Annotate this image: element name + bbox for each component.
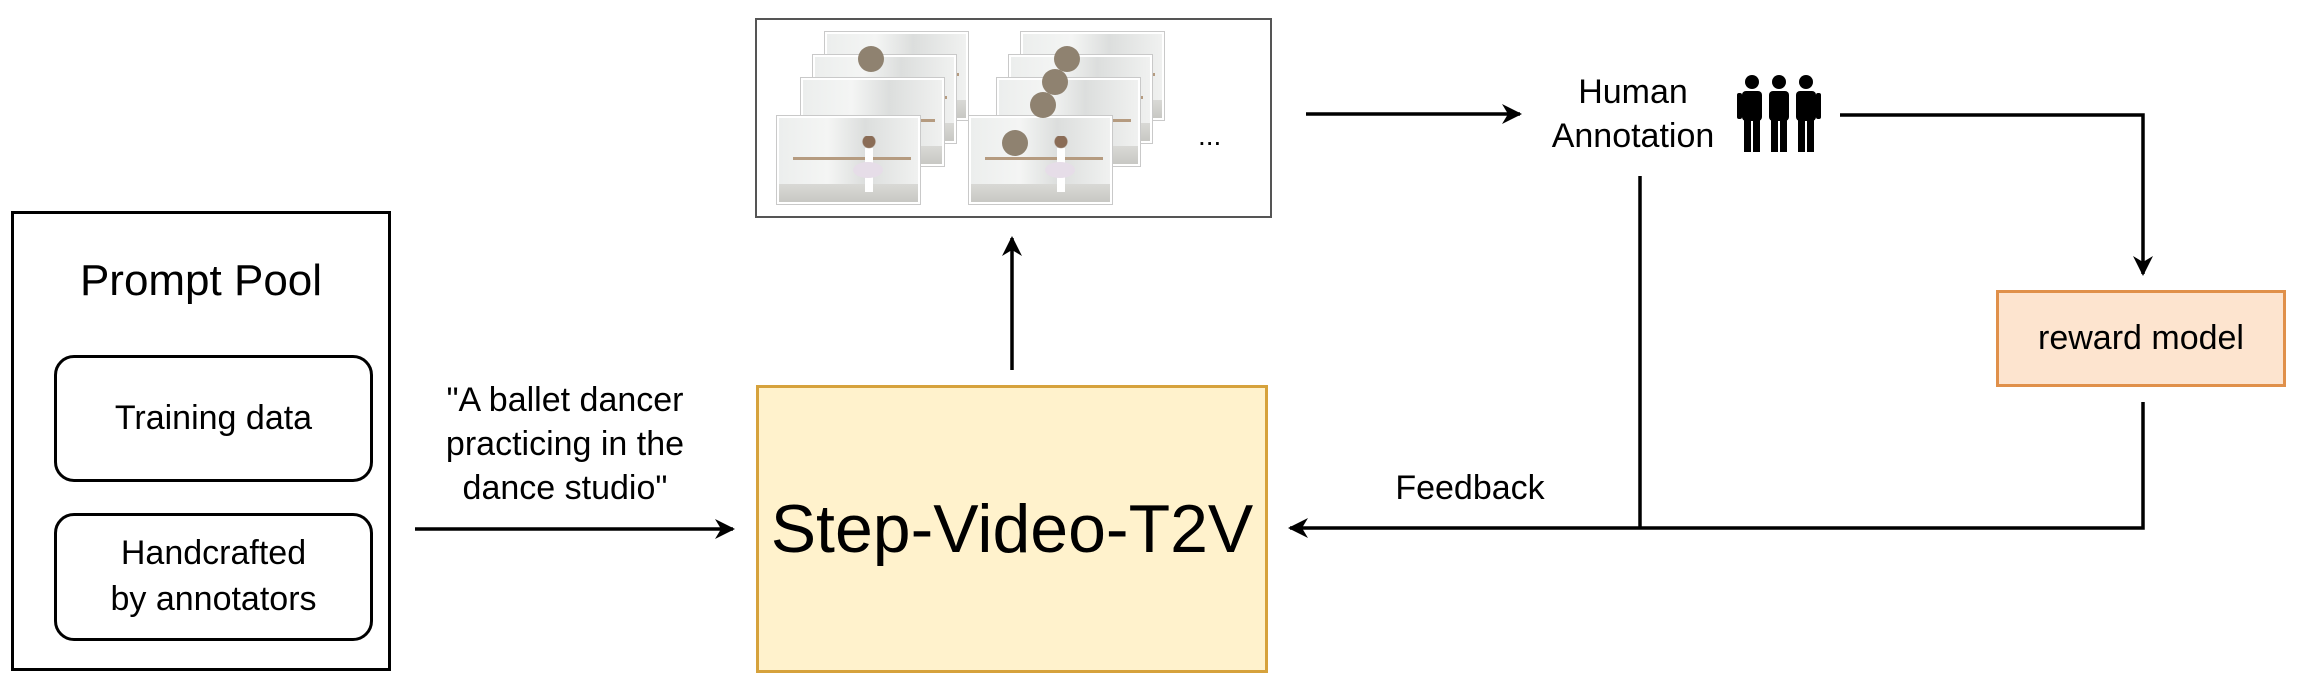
handcrafted-item: Handcrafted by annotators — [54, 513, 373, 641]
reward-model-box: reward model — [1996, 290, 2286, 387]
model-label: Step-Video-T2V — [770, 491, 1254, 567]
video-frame — [969, 116, 1112, 204]
generated-video-frames: ... — [755, 18, 1272, 218]
step-video-t2v-model: Step-Video-T2V — [756, 385, 1268, 673]
reward-feedback-line — [1640, 402, 2145, 530]
frames-ellipsis: ... — [1198, 120, 1222, 151]
prompt-pool-box: Training data Handcrafted by annotators — [11, 211, 391, 671]
annotation-to-reward-arrow — [1840, 113, 2153, 276]
feedback-label: Feedback — [1395, 469, 1545, 507]
people-group-icon — [1736, 74, 1822, 159]
training-data-item: Training data — [54, 355, 373, 482]
reward-model-label: reward model — [2038, 319, 2244, 357]
video-frame — [777, 116, 920, 204]
prompt-pool-title: Prompt Pool — [79, 256, 323, 305]
prompt-example-text: "A ballet dancer practicing in the dance… — [445, 381, 685, 508]
human-annotation-label: Human Annotation — [1551, 73, 1715, 156]
